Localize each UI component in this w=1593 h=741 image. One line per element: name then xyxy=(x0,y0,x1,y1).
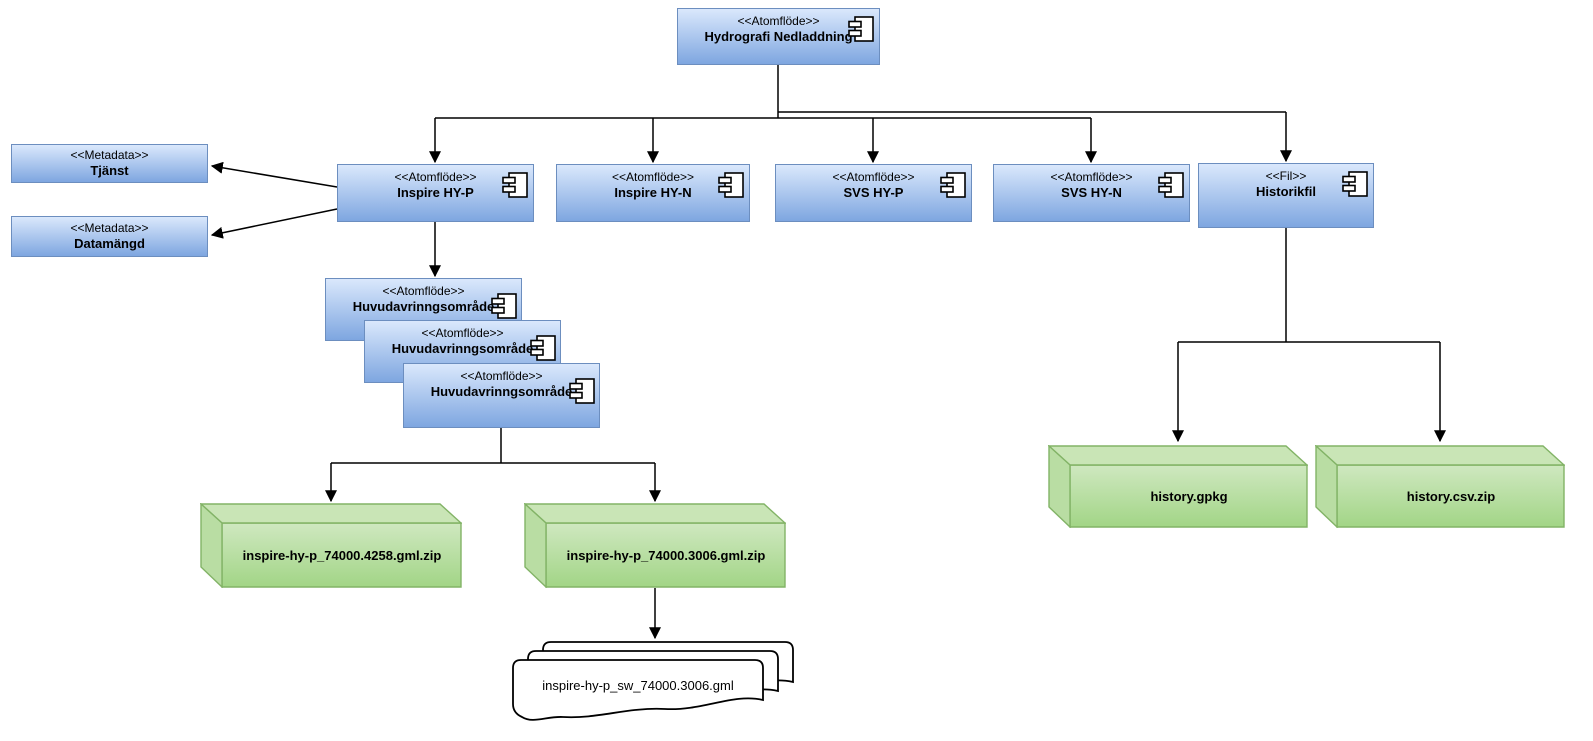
cube-left-face xyxy=(200,503,223,588)
stereotype-label: <<Atomflöde>> xyxy=(737,14,820,28)
component-hydrografi-nedladdning[interactable]: <<Atomflöde>> Hydrografi Nedladdning xyxy=(677,8,880,65)
component-name: Huvudavrinngsområde xyxy=(430,384,573,399)
stereotype-label: <<Atomflöde>> xyxy=(382,284,465,298)
artifact-label: inspire-hy-p_74000.3006.gml.zip xyxy=(566,548,766,563)
cube-shape xyxy=(200,503,462,588)
artifact-label: history.gpkg xyxy=(1150,489,1228,504)
component-name: SVS HY-N xyxy=(1061,185,1122,200)
document-gml-file[interactable]: inspire-hy-p_sw_74000.3006.gml xyxy=(505,622,815,738)
uml-component-icon xyxy=(718,172,744,198)
component-name: Inspire HY-P xyxy=(397,185,474,200)
cube-top-face xyxy=(1315,445,1565,466)
stereotype-label: <<Atomflöde>> xyxy=(832,170,915,184)
artifact-label: inspire-hy-p_74000.4258.gml.zip xyxy=(242,548,442,563)
edge-hyp-datamangd xyxy=(210,208,338,239)
cube-left-face xyxy=(1315,445,1338,528)
uml-component-icon xyxy=(530,335,556,361)
component-svs-hy-p[interactable]: <<Atomflöde>> SVS HY-P xyxy=(775,164,972,222)
component-name: SVS HY-P xyxy=(843,185,904,200)
stereotype-label: <<Atomflöde>> xyxy=(611,170,695,184)
artifact-zip-74000-4258[interactable]: inspire-hy-p_74000.4258.gml.zip xyxy=(200,503,462,588)
cube-top-face xyxy=(200,503,462,524)
stereotype-label: <<Atomflöde>> xyxy=(1050,170,1133,184)
component-name: Hydrografi Nedladdning xyxy=(704,29,853,44)
stereotype-label: <<Fil>> xyxy=(1265,169,1307,183)
document-sheet-front xyxy=(512,659,764,721)
component-name: Huvudavrinngsområde xyxy=(352,299,495,314)
component-inspire-hy-n[interactable]: <<Atomflöde>> Inspire HY-N xyxy=(556,164,750,222)
uml-component-icon xyxy=(1158,172,1184,198)
cube-top-face xyxy=(524,503,786,524)
uml-component-icon xyxy=(1342,171,1368,197)
artifact-zip-74000-3006[interactable]: inspire-hy-p_74000.3006.gml.zip xyxy=(524,503,786,588)
component-tjanst[interactable]: <<Metadata>> Tjänst xyxy=(11,144,208,183)
stereotype-label: <<Atomflöde>> xyxy=(394,170,477,184)
component-name: Historikfil xyxy=(1256,184,1316,199)
artifact-history-gpkg[interactable]: history.gpkg xyxy=(1048,445,1308,528)
cube-shape xyxy=(524,503,786,588)
document-stack-shape xyxy=(512,641,794,721)
edge-hyp-tjanst xyxy=(210,161,338,188)
document-label: inspire-hy-p_sw_74000.3006.gml xyxy=(542,677,734,693)
component-huvudavrinngsomrade-3[interactable]: <<Atomflöde>> Huvudavrinngsområde xyxy=(403,363,600,428)
component-historikfil[interactable]: <<Fil>> Historikfil xyxy=(1198,163,1374,228)
component-name: Tjänst xyxy=(90,163,129,178)
stereotype-label: <<Metadata>> xyxy=(70,148,149,162)
artifact-history-csv-zip[interactable]: history.csv.zip xyxy=(1315,445,1565,528)
uml-component-icon xyxy=(569,378,595,404)
uml-component-icon xyxy=(848,16,874,42)
cube-shape xyxy=(1048,445,1308,528)
component-svs-hy-n[interactable]: <<Atomflöde>> SVS HY-N xyxy=(993,164,1190,222)
stereotype-label: <<Metadata>> xyxy=(70,221,149,235)
cube-shape xyxy=(1315,445,1565,528)
component-name: Inspire HY-N xyxy=(614,185,692,200)
component-datamangd[interactable]: <<Metadata>> Datamängd xyxy=(11,216,208,257)
stereotype-label: <<Atomflöde>> xyxy=(421,326,504,340)
cube-left-face xyxy=(524,503,547,588)
stereotype-label: <<Atomflöde>> xyxy=(460,369,543,383)
component-name: Datamängd xyxy=(74,236,145,251)
uml-component-icon xyxy=(940,172,966,198)
uml-component-icon xyxy=(491,293,517,319)
component-name: Huvudavrinngsområde xyxy=(391,341,534,356)
cube-left-face xyxy=(1048,445,1071,528)
uml-component-icon xyxy=(502,172,528,198)
artifact-label: history.csv.zip xyxy=(1406,489,1496,504)
cube-top-face xyxy=(1048,445,1308,466)
component-inspire-hy-p[interactable]: <<Atomflöde>> Inspire HY-P xyxy=(337,164,534,222)
